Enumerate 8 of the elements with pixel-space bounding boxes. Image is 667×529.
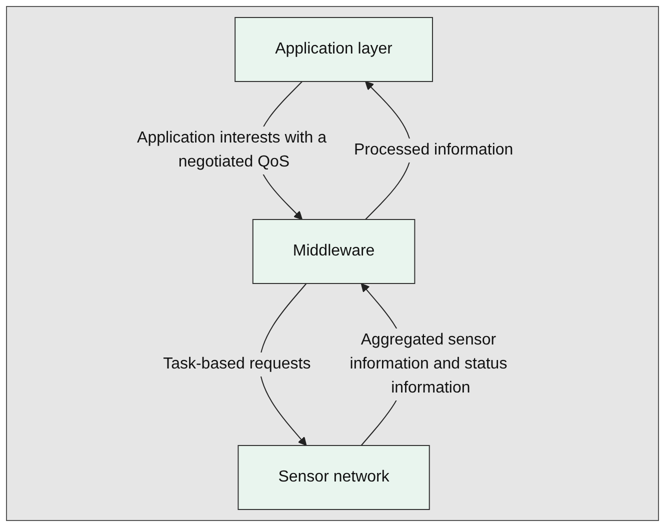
edge-label: Task-based requests <box>163 356 311 372</box>
edge-label: Application interests with a negotiated QoS <box>137 130 327 170</box>
node-box: Application layer <box>234 17 434 82</box>
node-box: Sensor network <box>238 445 430 510</box>
node-box: Middleware <box>252 219 416 284</box>
arrow <box>259 283 307 446</box>
edge-label: Processed information <box>354 142 514 158</box>
edge-label: Aggregated sensor information and status information <box>350 332 508 396</box>
